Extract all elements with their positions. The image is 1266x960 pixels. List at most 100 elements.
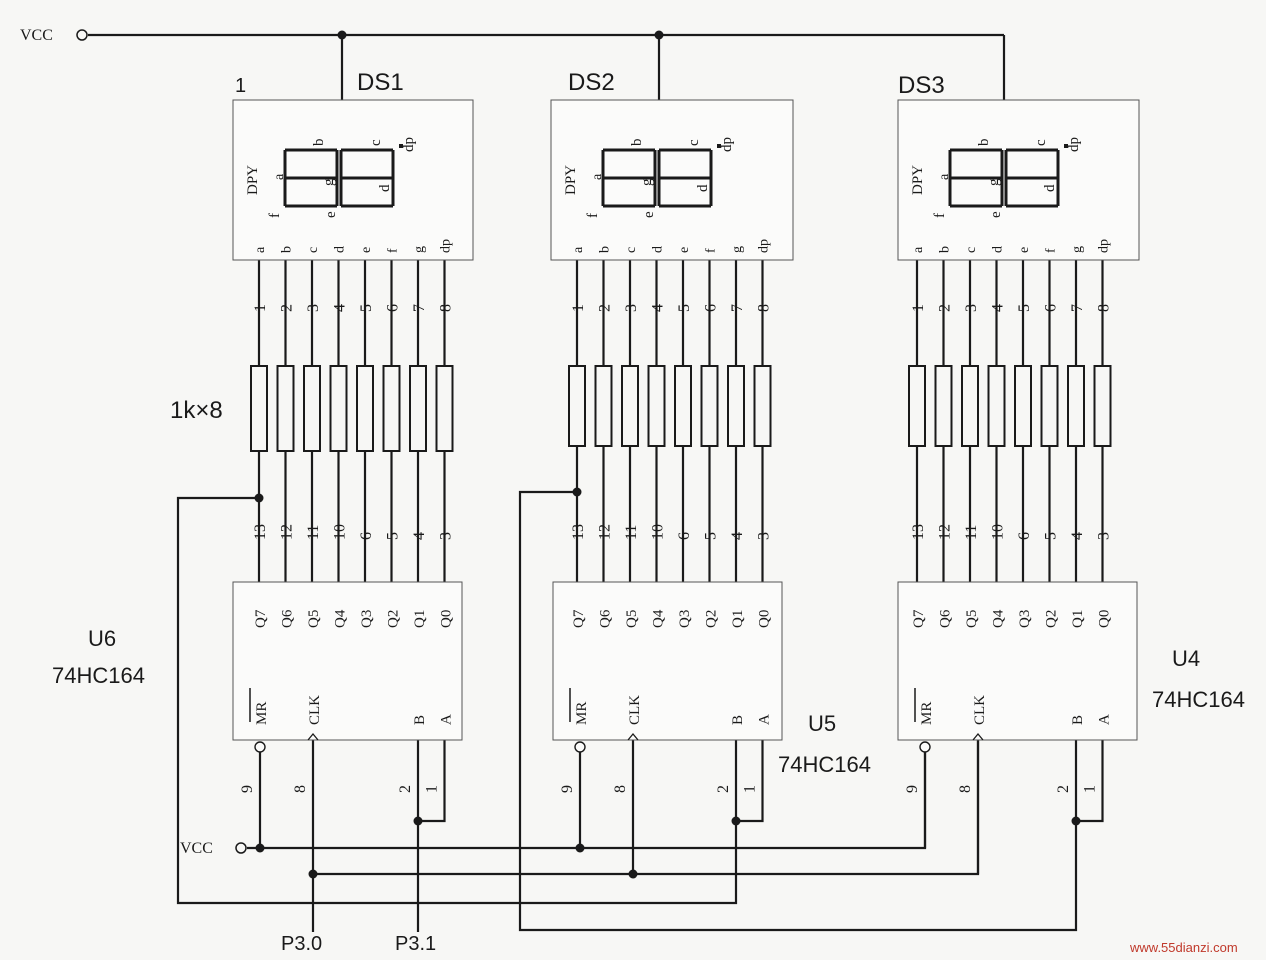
display-label-ds2: DS2 [568,69,615,96]
m3-glyph-d: d [1042,184,1058,192]
m1-register-pin-10: 10 [332,524,349,540]
m1-display-type: DPY [245,165,261,195]
m2-display-pin-6: 6 [703,304,720,312]
m1-a-line [418,740,446,823]
m3-register-pin-3: 3 [1096,532,1113,540]
m1-a-label: A [439,714,455,725]
m2-register-pin-12: 12 [597,524,614,540]
m1-clk-pin-num: 8 [292,785,309,793]
m1-reg-out-Q0: Q0 [439,610,455,628]
m1-register-pin-13: 13 [252,524,269,540]
m3-display-box [897,99,1140,261]
m3-reg-out-Q1: Q1 [1070,610,1086,628]
m1-seg-letter-b: b [280,246,295,253]
m3-register-pin-5: 5 [1043,532,1060,540]
m3-reg-out-Q4: Q4 [991,609,1007,628]
m1-glyph-a: a [272,173,287,180]
m3-a-pin-num: 1 [1082,785,1099,793]
m2-digit-2-glyph [657,148,713,208]
m3-reg-out-Q7: Q7 [911,609,927,628]
m2-mr-label: MR [574,702,590,725]
m3-seg-letter-e: e [1017,247,1032,253]
m3-b-pin-num: 2 [1055,785,1072,793]
m1-display-pin-7: 7 [411,304,428,312]
m2-display-pin-1: 1 [570,304,587,312]
m1-resistor-1 [276,365,295,452]
m2-reg-out-Q4: Q4 [651,609,667,628]
m3-seg-letter-b: b [938,246,953,253]
display-label-ds3: DS3 [898,72,945,99]
m3-display-pin-3: 3 [963,304,980,312]
m2-register-box [552,581,783,741]
m3-seg-letter-c: c [964,247,979,253]
register-part-u5: 74HC164 [778,752,871,777]
m1-register-pin-11: 11 [305,525,322,540]
m3-resistor-4 [1014,365,1032,447]
m3-reg-out-Q3: Q3 [1017,610,1033,628]
m3-a-line [1076,740,1104,823]
m2-seg-letter-b: b [598,246,613,253]
m1-seg-letter-f: f [386,248,401,253]
register-ref-u5: U5 [808,711,836,736]
m2-display-pin-8: 8 [756,304,773,312]
m1-reg-out-Q3: Q3 [359,610,375,628]
watermark-text: www.55dianzi.com [1129,940,1238,955]
vcc-top-label: VCC [20,27,53,44]
m3-glyph-f: f [932,213,948,218]
m2-seg-letter-dp: dp [757,239,772,253]
m1-register-pin-12: 12 [279,524,296,540]
m2-reg-out-Q5: Q5 [624,610,640,628]
m2-vcc-junction [654,30,664,40]
m2-resistor-5 [700,365,719,447]
m2-reg-out-Q3: Q3 [677,610,693,628]
cascade-u5-to-u4 [518,490,1078,932]
m3-display-pin-7: 7 [1069,304,1086,312]
m3-clk-label: CLK [972,695,988,725]
m2-glyph-f: f [585,213,601,218]
m3-display-pin-1: 1 [910,304,927,312]
m1-clk-marker [307,732,319,741]
m1-resistor-0 [250,365,268,452]
m2-reg-out-Q2: Q2 [704,610,720,628]
m1-reg-out-Q1: Q1 [412,610,428,628]
m2-seg-letter-f: f [704,248,719,253]
m2-register-pin-13: 13 [570,524,587,540]
m1-mr-pin-num: 9 [239,785,256,793]
m2-reg-out-Q7: Q7 [571,609,587,628]
m3-reg-out-Q6: Q6 [938,609,954,628]
m2-mr-bubble [574,741,586,753]
m3-resistor-5 [1040,365,1059,447]
m2-display-type: DPY [563,165,579,195]
m3-glyph-b: b [976,139,992,147]
port-label-data: P3.1 [395,933,436,955]
m1-b-label: B [412,715,428,725]
m3-resistor-2 [961,365,979,447]
m1-vcc-junction [337,30,347,40]
m2-register-pin-10: 10 [650,524,667,540]
m2-glyph-c: c [686,139,702,146]
m2-resistor-6 [727,365,745,447]
m3-display-pin-6: 6 [1043,304,1060,312]
m1-resistor-2 [303,365,321,452]
m3-glyph-g: g [986,178,1002,186]
m1-glyph-e: e [323,211,339,218]
m2-display-pin-5: 5 [676,304,693,312]
m3-display-pin-5: 5 [1016,304,1033,312]
m1-reg-out-Q6: Q6 [280,609,296,628]
m2-display-pin-7: 7 [729,304,746,312]
m2-resistor-4 [674,365,692,447]
m2-glyph-a: a [590,173,605,180]
m3-display-pin-2: 2 [937,304,954,312]
m2-mr-pin-num: 9 [559,785,576,793]
m2-register-pin-5: 5 [703,532,720,540]
m3-display-pin-8: 8 [1096,304,1113,312]
title-fragment: 1 [235,75,246,97]
m2-clk-pin-num: 8 [612,785,629,793]
m3-seg-letter-g: g [1070,246,1085,253]
m1-display-pin-1: 1 [252,304,269,312]
m1-digit-1-glyph [283,148,339,208]
m1-display-pin-3: 3 [305,304,322,312]
m3-clk-marker [972,732,984,741]
m3-register-box [897,581,1138,741]
